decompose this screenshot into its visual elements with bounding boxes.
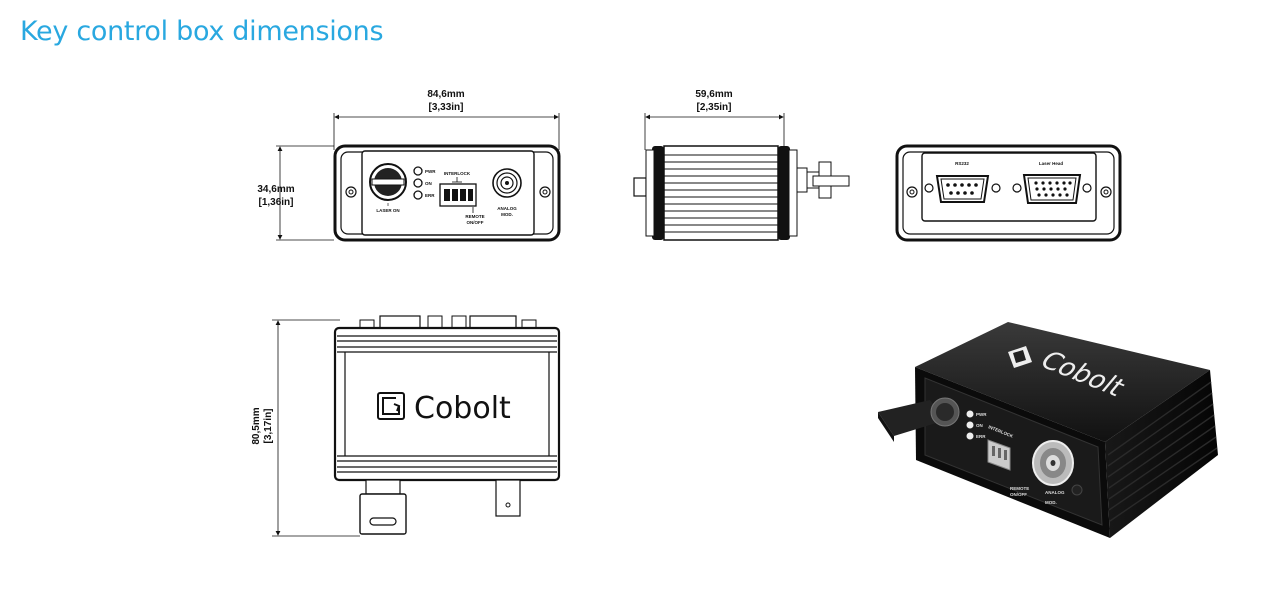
photo-pwr-label: PWR: [976, 412, 987, 417]
page-title: Key control box dimensions: [20, 16, 384, 47]
db15-connector-icon: [1012, 174, 1092, 204]
led-err-label: ERR: [425, 193, 435, 198]
photo-onoff-label: ON/OFF: [1010, 492, 1027, 497]
photo-mod-label: MOD.: [1045, 500, 1057, 505]
front-width-mm: 84,6mm: [427, 89, 464, 100]
front-height-in: [1,36in]: [258, 197, 293, 208]
top-length-mm: 80,5mm: [251, 407, 262, 444]
remote-onoff-label-1: REMOTE: [465, 214, 484, 219]
front-width-in: [3,33in]: [428, 102, 463, 113]
laser-head-label: Laser Head: [1039, 161, 1064, 166]
remote-onoff-label-2: ON/OFF: [467, 220, 484, 225]
led-pwr-label: PWR: [425, 169, 436, 174]
interlock-label: INTERLOCK: [444, 171, 471, 176]
front-height-mm: 34,6mm: [257, 184, 294, 195]
product-photo: Cobolt PWR ON ERR INTERLOCK REMOTE ON/OF…: [878, 322, 1218, 538]
analog-label: ANALOG: [497, 206, 517, 211]
bnc-connector-icon: [492, 168, 522, 198]
cobolt-logo-icon: [377, 392, 405, 420]
rs232-label: RS232: [955, 161, 969, 166]
photo-err-label: ERR: [976, 434, 986, 439]
photo-logo-icon: [1008, 346, 1032, 368]
side-width-mm: 59,6mm: [695, 89, 732, 100]
top-brand: Cobolt: [414, 391, 511, 426]
photo-analog-label: ANALOG: [1045, 490, 1065, 495]
mod-label: MOD.: [501, 212, 513, 217]
photo-remote-label: REMOTE: [1010, 486, 1029, 491]
front-view: 84,6mm [3,33in] 34,6mm [1,36in] I LASER …: [257, 89, 561, 242]
key-switch-icon: [369, 163, 407, 201]
laser-on-label: LASER ON: [376, 208, 399, 213]
photo-on-label: ON: [976, 423, 983, 428]
top-view: 80,5mm [3,17in] Cobolt: [251, 315, 561, 537]
top-length-in: [3,17in]: [263, 408, 274, 443]
rear-view: RS232 Laser Head: [895, 144, 1122, 242]
photo-bnc-icon: [1032, 440, 1074, 486]
led-on-label: ON: [425, 181, 432, 186]
db9-connector-icon: [924, 175, 1001, 203]
side-width-in: [2,35in]: [696, 102, 731, 113]
side-view: 59,6mm [2,35in]: [633, 89, 850, 241]
key-i-label: I: [387, 202, 388, 207]
